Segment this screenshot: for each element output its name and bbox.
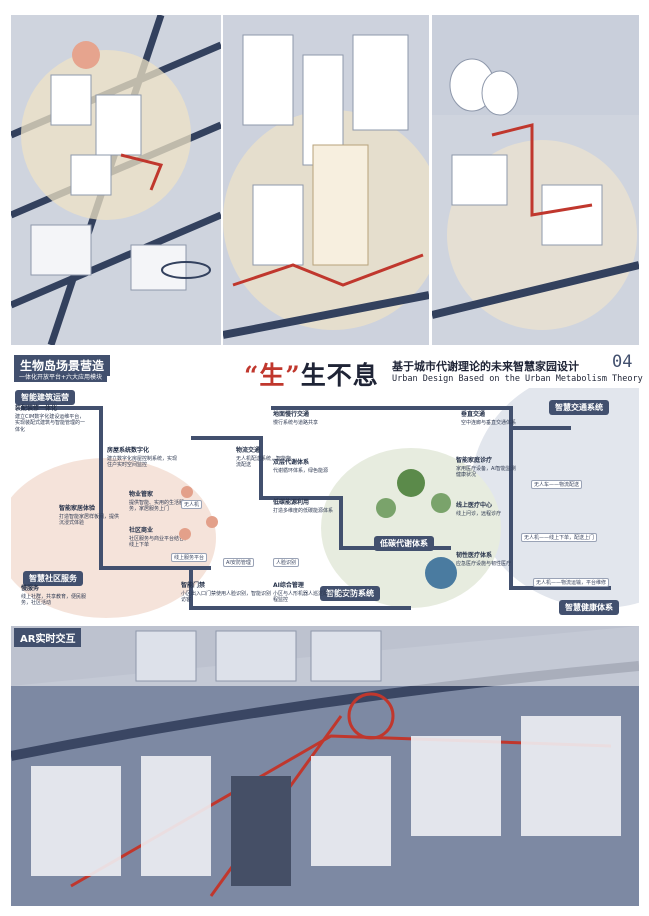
app-icon-3 (179, 528, 191, 540)
main-title-quote-close: ” (285, 361, 301, 390)
tag-drone-delivery: 无人机——线上下单，配送上门 (521, 533, 598, 542)
note-home-diagnosis-body: 家用医疗设备，AI智能监测健康状况 (456, 465, 516, 479)
note-home-diagnosis: 智能家庭诊疗家用医疗设备，AI智能监测健康状况 (456, 457, 518, 479)
note-community-commerce-body: 社区服务与商业平台结合，线上下单 (129, 535, 190, 549)
note-vertical-traffic-body: 空中连廊与垂直交通体系 (461, 419, 517, 426)
note-online-medical-body: 线上问诊，远程诊疗 (456, 510, 502, 517)
tag-drone: 无人机 (181, 500, 203, 509)
note-ai-management: AI综合管理小区与人形机器人巡逻配合，APP远程监控 (273, 582, 353, 604)
note-double-metabolism-title: 双层代谢体系 (273, 459, 310, 466)
note-online-medical: 线上医疗中心线上问诊，远程诊疗 (456, 502, 518, 517)
ar-section-title: AR实时交互 (14, 628, 82, 647)
module-smart-security: 智能安防系统 (320, 586, 380, 601)
note-smart-home: 智能家居体验打造智能家居样板间，提供沉浸式体验 (59, 505, 120, 527)
note-low-carbon-energy-body: 打造多维度的低碳能源体系 (273, 507, 334, 514)
note-resilient-medical-title: 韧性医疗体系 (456, 552, 493, 559)
main-title: “生”生不息 (244, 356, 379, 392)
note-community-commerce: 社区商业社区服务与商业平台结合，线上下单 (129, 527, 190, 549)
note-smart-home-title: 智能家居体验 (59, 505, 96, 512)
tag-online-platform: 线上服务平台 (171, 553, 208, 562)
top-panel-right (432, 15, 639, 345)
note-resilient-medical: 韧性医疗体系应急医疗设施与韧性医疗 (456, 552, 518, 567)
app-icon-2 (206, 516, 218, 528)
note-access-control: 智能门禁小区出入口门禁使用人脸识别，智能识别访客 (181, 582, 272, 604)
note-property-title: 物业管家 (129, 491, 154, 498)
ar-city-render (11, 626, 639, 906)
tag-drone-transport: 无人机——物流运输，平台维修 (533, 578, 610, 587)
note-double-metabolism-body: 代谢循环体系，绿色能源 (273, 467, 329, 474)
main-title-rest: 生不息 (300, 361, 379, 390)
city-render-middle (223, 15, 429, 345)
tag-ai-security: AI安防管理 (223, 558, 254, 567)
section-title: 生物岛场景营造 (14, 355, 111, 376)
note-resilient-medical-body: 应急医疗设施与韧性医疗 (456, 560, 512, 567)
note-vertical-traffic: 垂直交通空中连廊与垂直交通体系 (461, 411, 517, 426)
note-slow-service-body: 线上社群，共享教育，便民服务，社区活动 (21, 593, 87, 607)
module-low-carbon: 低碳代谢体系 (374, 536, 434, 551)
system-diagram: 智能建筑运营 智慧交通系统 低碳代谢体系 智能安防系统 智慧社区服务 智慧健康体… (11, 388, 639, 620)
module-smart-community: 智慧社区服务 (23, 571, 83, 586)
note-community-commerce-title: 社区商业 (129, 527, 154, 534)
note-online-medical-title: 线上医疗中心 (456, 502, 493, 509)
note-house-digital: 房屋系统数字化建立数字化房屋控制系统，实现住户实时空间监控 (107, 447, 179, 469)
note-smart-home-body: 打造智能家居样板间，提供沉浸式体验 (59, 513, 120, 527)
note-logistics: 物流交通无人机配送系统，智能物流配送 (236, 447, 292, 469)
note-logistics-body: 无人机配送系统，智能物流配送 (236, 455, 292, 469)
tag-face-recognition: 人脸识别 (273, 558, 300, 567)
note-ground-slow-traffic-title: 地面慢行交通 (273, 411, 310, 418)
note-property-body: 提供智能、实用的生活服务，家居服务上门 (129, 499, 185, 513)
note-vertical-traffic-title: 垂直交通 (461, 411, 486, 418)
module-smart-transport: 智慧交通系统 (549, 400, 609, 415)
page-number: 04 (612, 352, 633, 372)
note-low-carbon-energy: 低碳能源利用打造多维度的低碳能源体系 (273, 499, 337, 514)
note-double-metabolism: 双层代谢体系代谢循环体系，绿色能源 (273, 459, 337, 474)
section-subtitle: 一体化开放平台+六大应用模块 (14, 371, 108, 382)
note-slow-service: 慢服务线上社群，共享教育，便民服务，社区活动 (21, 585, 91, 607)
main-title-quote-open: “ (244, 361, 260, 390)
module-smart-health: 智慧健康体系 (559, 600, 619, 615)
module-smart-building: 智能建筑运营 (15, 390, 75, 405)
subtitle-en: Urban Design Based on the Urban Metaboli… (392, 374, 643, 384)
subtitle-cn: 基于城市代谢理论的未来智慧家园设计 (392, 360, 579, 373)
note-ground-slow-traffic-body: 慢行系统与道路共享 (273, 419, 319, 426)
top-panel-left (11, 15, 221, 345)
note-property: 物业管家提供智能、实用的生活服务，家居服务上门 (129, 491, 189, 513)
note-ai-management-body: 小区与人形机器人巡逻配合，APP远程监控 (273, 590, 353, 604)
note-assembly: 装配装修一体化建立CIM数字化建设运维平台，实现装配式建筑与智能管理的一体化 (15, 405, 89, 433)
note-assembly-title: 装配装修一体化 (15, 405, 58, 412)
app-icon-1 (181, 486, 193, 498)
ar-render (11, 626, 639, 906)
tag-unmanned-vehicle: 无人车——物流配送 (531, 480, 583, 489)
note-assembly-body: 建立CIM数字化建设运维平台，实现装配式建筑与智能管理的一体化 (15, 413, 86, 433)
note-logistics-title: 物流交通 (236, 447, 261, 454)
note-access-control-title: 智能门禁 (181, 582, 206, 589)
city-render-left (11, 15, 221, 345)
main-title-char: 生 (259, 361, 286, 390)
system-network-lines (11, 388, 639, 618)
note-ai-management-title: AI综合管理 (273, 582, 304, 589)
note-ground-slow-traffic: 地面慢行交通慢行系统与道路共享 (273, 411, 335, 426)
note-house-digital-body: 建立数字化房屋控制系统，实现住户实时空间监控 (107, 455, 178, 469)
note-house-digital-title: 房屋系统数字化 (107, 447, 150, 454)
note-low-carbon-energy-title: 低碳能源利用 (273, 499, 310, 506)
note-home-diagnosis-title: 智能家庭诊疗 (456, 457, 493, 464)
note-slow-service-title: 慢服务 (21, 585, 40, 592)
note-access-control-body: 小区出入口门禁使用人脸识别，智能识别访客 (181, 590, 272, 604)
city-render-right (432, 15, 639, 345)
top-panel-middle (223, 15, 429, 345)
